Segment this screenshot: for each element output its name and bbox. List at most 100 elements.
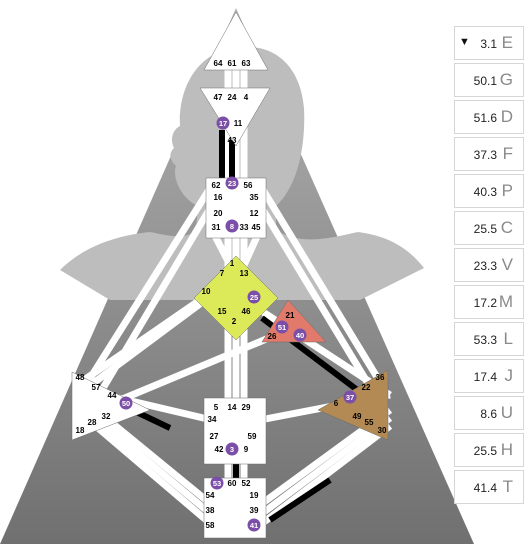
gate-10: 10 — [202, 287, 211, 296]
active-gate-41-marker — [247, 518, 261, 532]
gate-7: 7 — [220, 269, 225, 278]
gate-49: 49 — [353, 412, 362, 421]
channel-21 — [257, 423, 393, 528]
planet-letter: F — [502, 144, 513, 163]
gate-51: 51 — [278, 323, 286, 332]
gate-64: 64 — [214, 59, 223, 68]
active-gate-25-marker — [247, 290, 261, 304]
throat-center — [205, 177, 267, 239]
planet-row-f[interactable]: 37.3 F — [454, 137, 524, 171]
planet-value: 50.1 — [473, 74, 497, 88]
planet-value: 40.3 — [473, 185, 497, 199]
channel-7 — [257, 183, 383, 384]
planet-row-e[interactable]: ▼ 3.1 E — [454, 26, 524, 60]
centers-layer — [71, 11, 389, 539]
planet-value: 37.3 — [473, 148, 497, 162]
gate-11: 11 — [234, 119, 243, 128]
gate-16: 16 — [214, 193, 223, 202]
gate-40: 40 — [296, 331, 304, 340]
g-center — [193, 255, 279, 341]
gate-41: 41 — [250, 521, 258, 530]
gate-29: 29 — [242, 403, 251, 412]
active-gate-8-marker — [225, 219, 239, 233]
planet-row-t[interactable]: 41.4 T — [454, 470, 524, 504]
gate-32: 32 — [102, 412, 111, 421]
planet-row-p[interactable]: 40.3 P — [454, 174, 524, 208]
gate-31: 31 — [212, 223, 221, 232]
gate-62: 62 — [212, 181, 221, 190]
gate-37: 37 — [346, 393, 354, 402]
planet-letter: C — [500, 218, 513, 237]
planet-letter: U — [500, 403, 513, 422]
gate-44: 44 — [108, 391, 117, 400]
planet-letter: H — [500, 440, 513, 459]
planet-letter: M — [498, 292, 513, 311]
gate-8: 8 — [230, 222, 234, 231]
active-gate-37-marker — [343, 390, 357, 404]
active-gate-17-marker — [216, 116, 230, 130]
gate-45: 45 — [252, 223, 261, 232]
gate-2: 2 — [232, 317, 237, 326]
gate-54: 54 — [206, 491, 215, 500]
active-gate-53-marker — [210, 476, 224, 490]
spleen-center — [71, 371, 151, 441]
planet-letter: E — [501, 33, 513, 52]
channel-6 — [81, 183, 215, 390]
planet-letter: V — [501, 255, 513, 274]
planet-value: 25.5 — [473, 444, 497, 458]
gate-55: 55 — [365, 418, 374, 427]
planet-letter: T — [502, 477, 513, 496]
gate-15: 15 — [218, 307, 227, 316]
gate-56: 56 — [244, 181, 253, 190]
channel-13 — [81, 292, 215, 393]
gate-23: 23 — [228, 179, 236, 188]
planet-value: 41.4 — [473, 481, 497, 495]
gate-58: 58 — [206, 521, 215, 530]
gate-47: 47 — [214, 93, 223, 102]
gate-9: 9 — [244, 445, 249, 454]
gate-30: 30 — [378, 426, 387, 435]
gate-20: 20 — [214, 209, 223, 218]
gate-53: 53 — [213, 479, 221, 488]
planet-value: 8.6 — [480, 407, 497, 421]
gate-38: 38 — [206, 506, 215, 515]
gate-19: 19 — [250, 491, 259, 500]
planet-value: 17.4 — [473, 370, 497, 384]
gate-46: 46 — [242, 307, 251, 316]
gate-36: 36 — [376, 373, 385, 382]
gate-48: 48 — [76, 373, 85, 382]
planet-value: 23.3 — [473, 259, 497, 273]
planet-row-v[interactable]: 23.3 V — [454, 248, 524, 282]
planet-letter: D — [500, 107, 513, 126]
gate-43: 43 — [228, 136, 237, 145]
gate-39: 39 — [250, 506, 259, 515]
planet-value: 53.3 — [473, 333, 497, 347]
planet-value: 3.1 — [480, 37, 497, 51]
gate-34: 34 — [208, 415, 217, 424]
active-gate-40-marker — [293, 328, 307, 342]
active-gate-3-marker — [225, 442, 239, 456]
active-gate-50-marker — [119, 396, 133, 410]
gate-28: 28 — [88, 418, 97, 427]
active-gate-23-marker — [225, 176, 239, 190]
gate-21: 21 — [286, 311, 295, 320]
gate-24: 24 — [228, 93, 237, 102]
planet-letter: P — [501, 181, 513, 200]
head-center — [203, 11, 269, 71]
dropdown-arrow-icon[interactable]: ▼ — [459, 36, 470, 48]
gate-33: 33 — [240, 223, 249, 232]
gate-1: 1 — [230, 259, 235, 268]
gate-27: 27 — [210, 432, 219, 441]
gate-22: 22 — [362, 383, 371, 392]
gate-42: 42 — [215, 445, 224, 454]
